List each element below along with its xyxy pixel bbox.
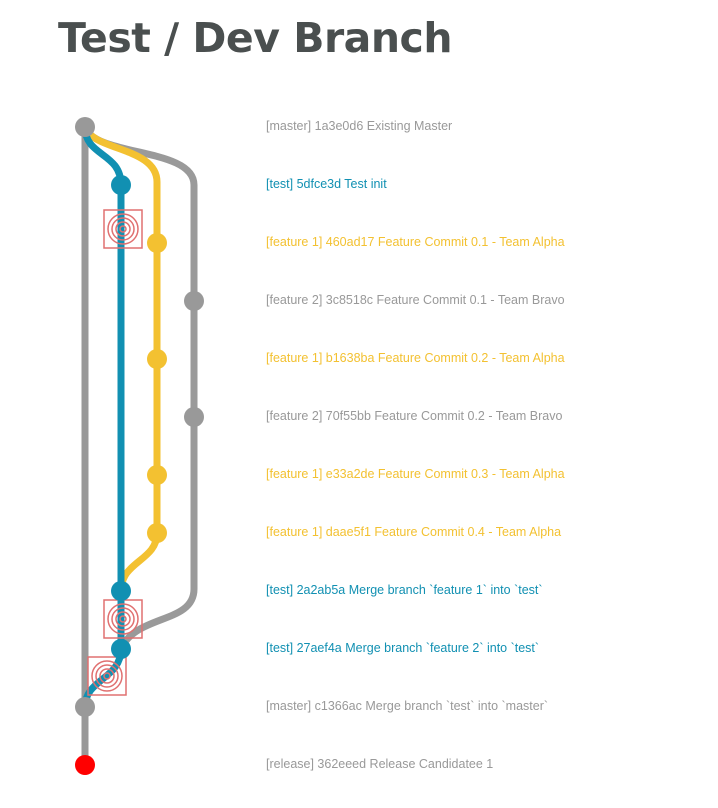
commit-label: [release] 362eeed Release Candidatee 1 — [266, 757, 494, 771]
target-marker-icon-ring — [107, 213, 139, 245]
target-marker-icon-ring — [95, 664, 119, 688]
commit-label: [test] 27aef4a Merge branch `feature 2` … — [266, 641, 540, 655]
target-marker-icon-ring — [111, 217, 135, 241]
target-marker-icon-ring — [115, 221, 131, 237]
commit-node-feature1 — [147, 523, 167, 543]
target-marker-icon — [87, 656, 127, 696]
target-marker-icon-ring — [119, 615, 127, 623]
commit-node-test — [111, 639, 131, 659]
commit-label: [test] 5dfce3d Test init — [266, 177, 387, 191]
commit-label: [master] 1a3e0d6 Existing Master — [266, 119, 453, 133]
commit-node-feature1 — [147, 233, 167, 253]
commit-label: [master] c1366ac Merge branch `test` int… — [266, 699, 549, 713]
test-branch-line — [81, 123, 125, 711]
target-marker-icon-ring — [103, 672, 111, 680]
feature-1-branch-line — [81, 123, 161, 595]
commit-node-test — [111, 175, 131, 195]
commit-node-feature2 — [184, 407, 204, 427]
commit-node-test — [111, 581, 131, 601]
commit-label: [test] 2a2ab5a Merge branch `feature 1` … — [266, 583, 543, 597]
commit-label: [feature 2] 70f55bb Feature Commit 0.2 -… — [266, 409, 563, 423]
target-marker-icon — [103, 209, 143, 249]
target-marker-icon-ring — [119, 225, 127, 233]
commit-node-master — [75, 697, 95, 717]
commit-label: [feature 1] 460ad17 Feature Commit 0.1 -… — [266, 235, 565, 249]
commit-label: [feature 2] 3c8518c Feature Commit 0.1 -… — [266, 293, 565, 307]
commit-label: [feature 1] daae5f1 Feature Commit 0.4 -… — [266, 525, 562, 539]
commit-node-feature2 — [184, 291, 204, 311]
target-marker-icon-ring — [99, 668, 115, 684]
target-marker-icon-ring — [111, 607, 135, 631]
feature-2-branch-line — [81, 123, 198, 653]
target-marker-icon-ring — [91, 660, 123, 692]
commit-node-feature1 — [147, 349, 167, 369]
commit-node-feature1 — [147, 465, 167, 485]
target-marker-icon-ring — [107, 603, 139, 635]
commit-label: [feature 1] b1638ba Feature Commit 0.2 -… — [266, 351, 565, 365]
commit-node-master — [75, 117, 95, 137]
page-title: Test / Dev Branch — [58, 14, 453, 62]
target-marker-icon-ring — [115, 611, 131, 627]
commit-node-release — [75, 755, 95, 775]
commit-label: [feature 1] e33a2de Feature Commit 0.3 -… — [266, 467, 565, 481]
